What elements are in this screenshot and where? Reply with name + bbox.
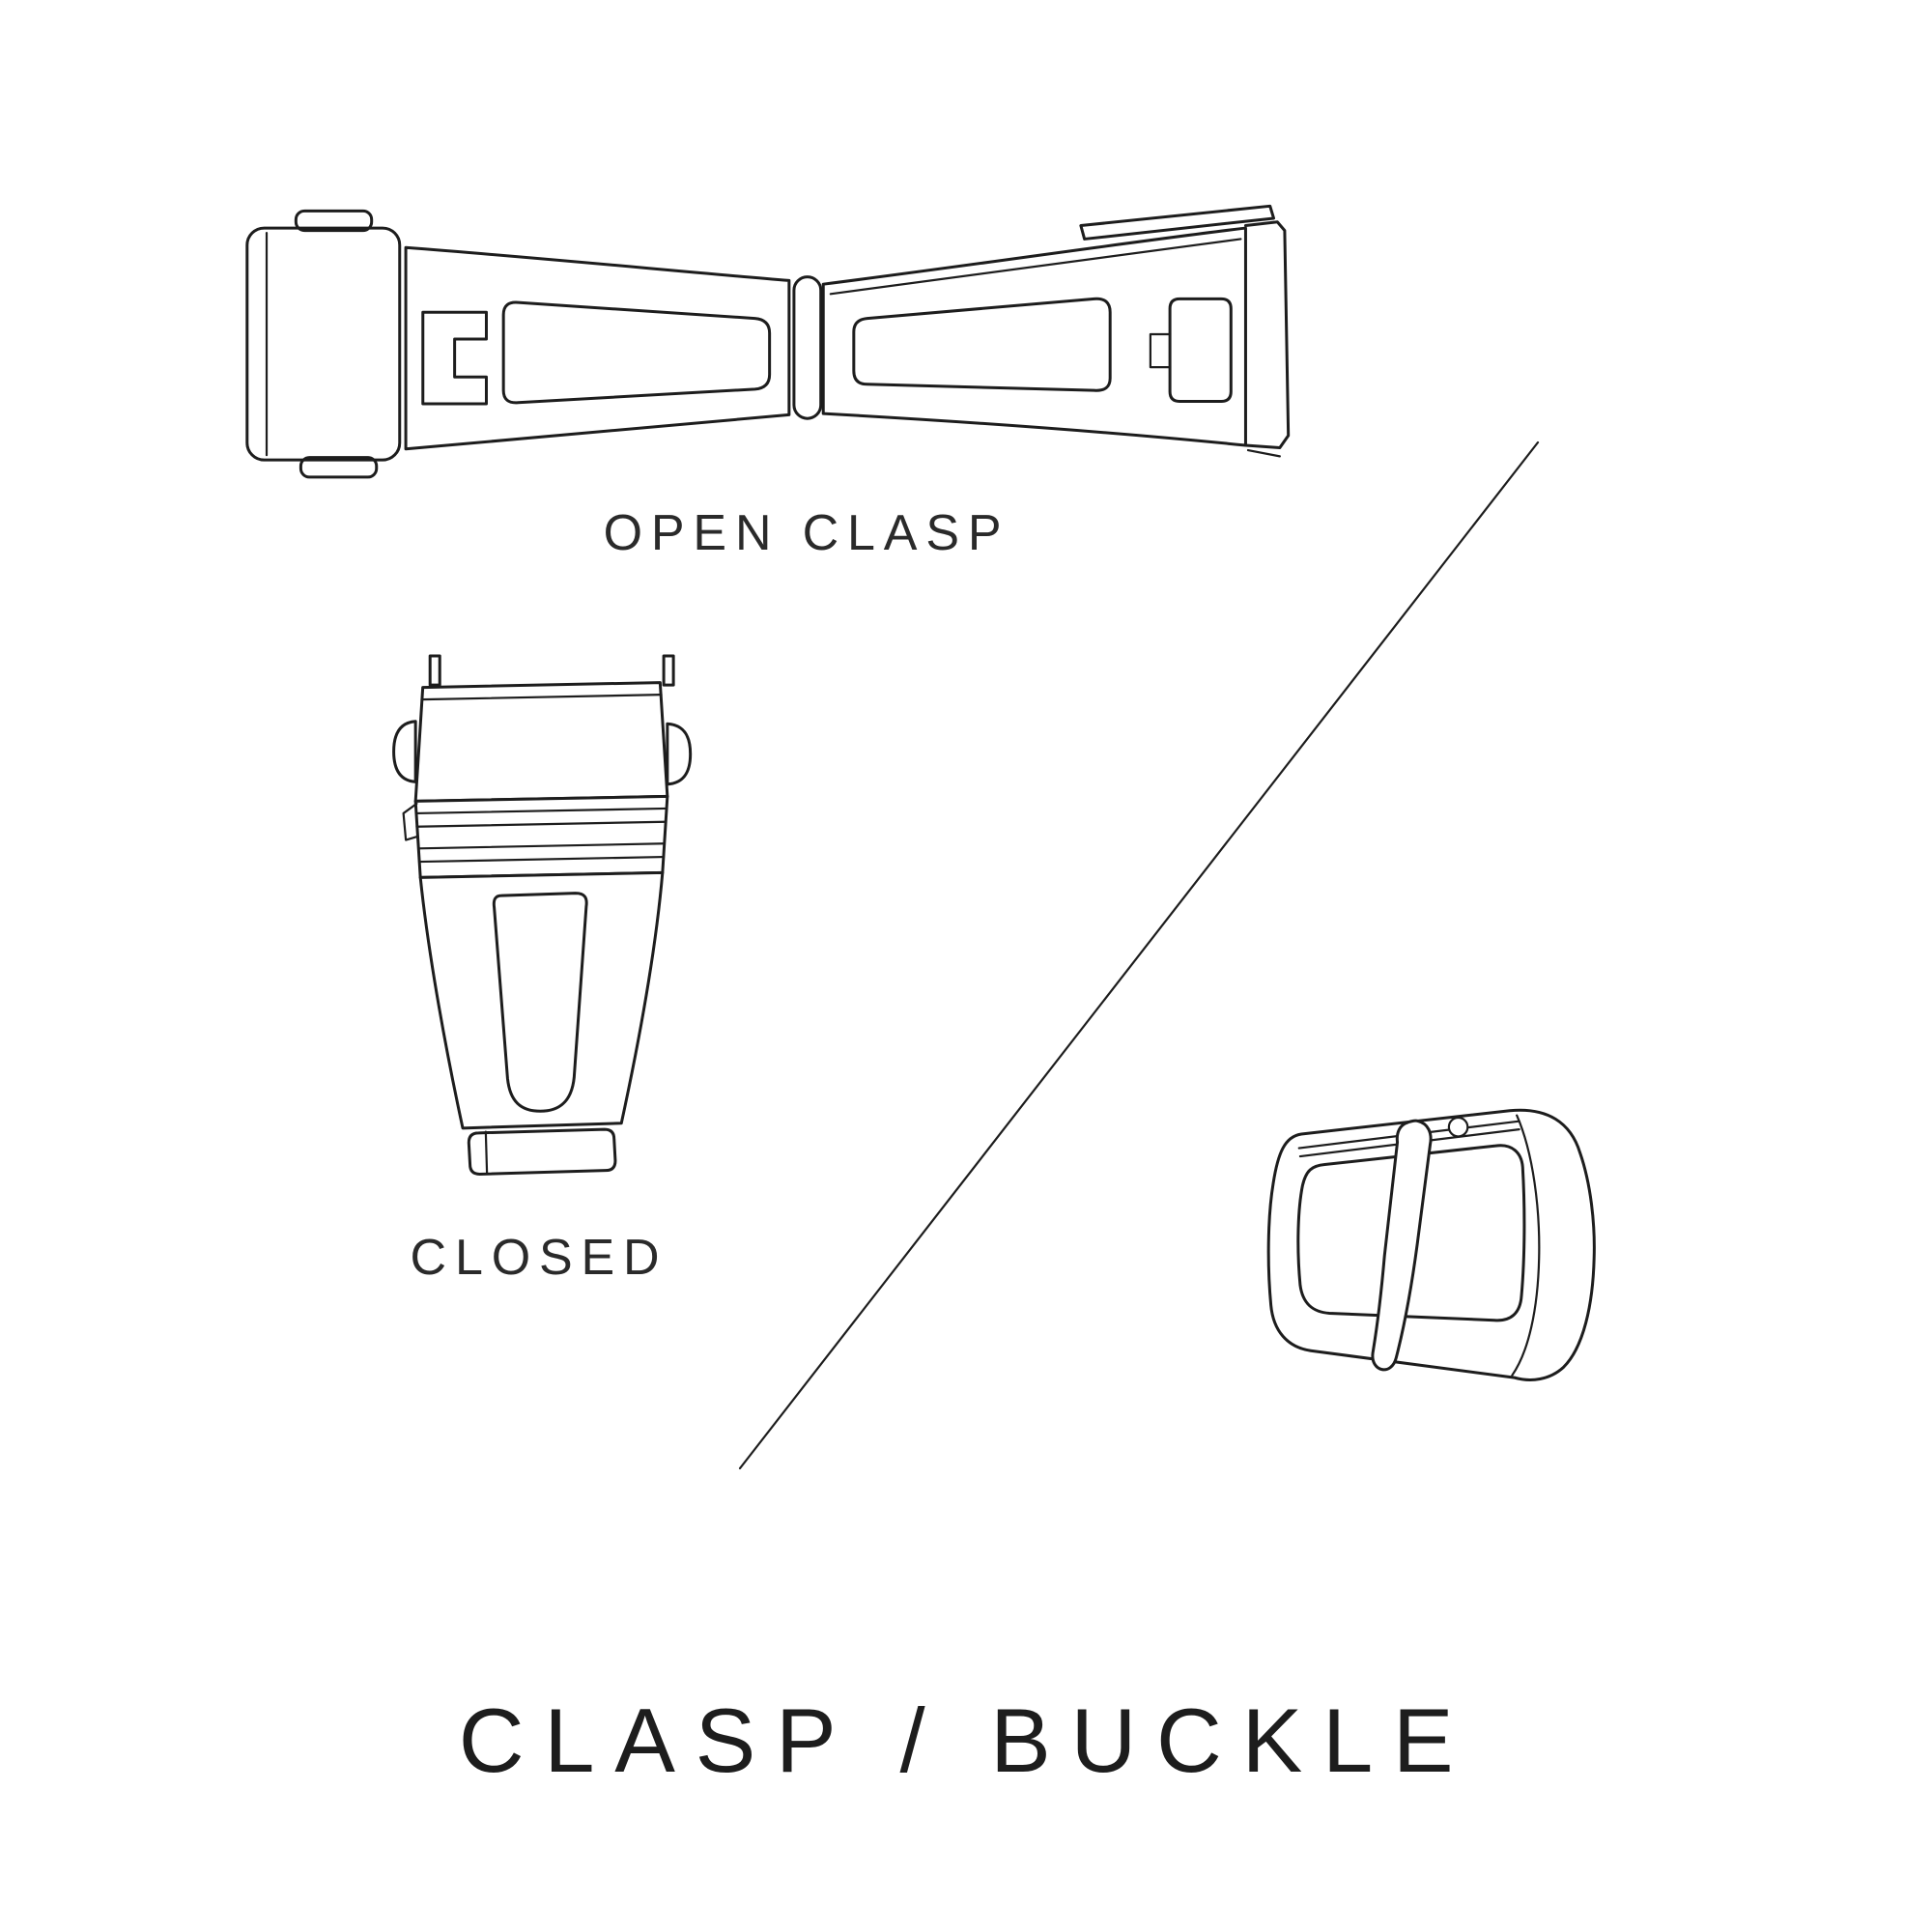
closed-clasp-foot bbox=[469, 1129, 615, 1174]
buckle-prong bbox=[1373, 1118, 1467, 1370]
open-clasp-left-link bbox=[247, 211, 400, 476]
closed-label: CLOSED bbox=[410, 1230, 668, 1286]
closed-clasp-body bbox=[420, 872, 663, 1127]
closed-clasp-icon bbox=[382, 651, 696, 1196]
open-clasp-label: OPEN CLASP bbox=[603, 505, 1010, 561]
buckle-icon bbox=[1229, 1080, 1615, 1420]
open-clasp-right-arm bbox=[823, 206, 1288, 456]
open-clasp-left-arm bbox=[406, 247, 789, 449]
open-clasp-hinge bbox=[794, 277, 821, 419]
open-clasp-icon bbox=[220, 182, 1294, 487]
closed-clasp-prongs bbox=[430, 656, 673, 685]
closed-clasp-bands bbox=[404, 796, 668, 877]
closed-clasp-cover bbox=[394, 683, 691, 802]
page-title: CLASP / BUCKLE bbox=[458, 1690, 1474, 1791]
buckle-frame bbox=[1268, 1110, 1594, 1379]
